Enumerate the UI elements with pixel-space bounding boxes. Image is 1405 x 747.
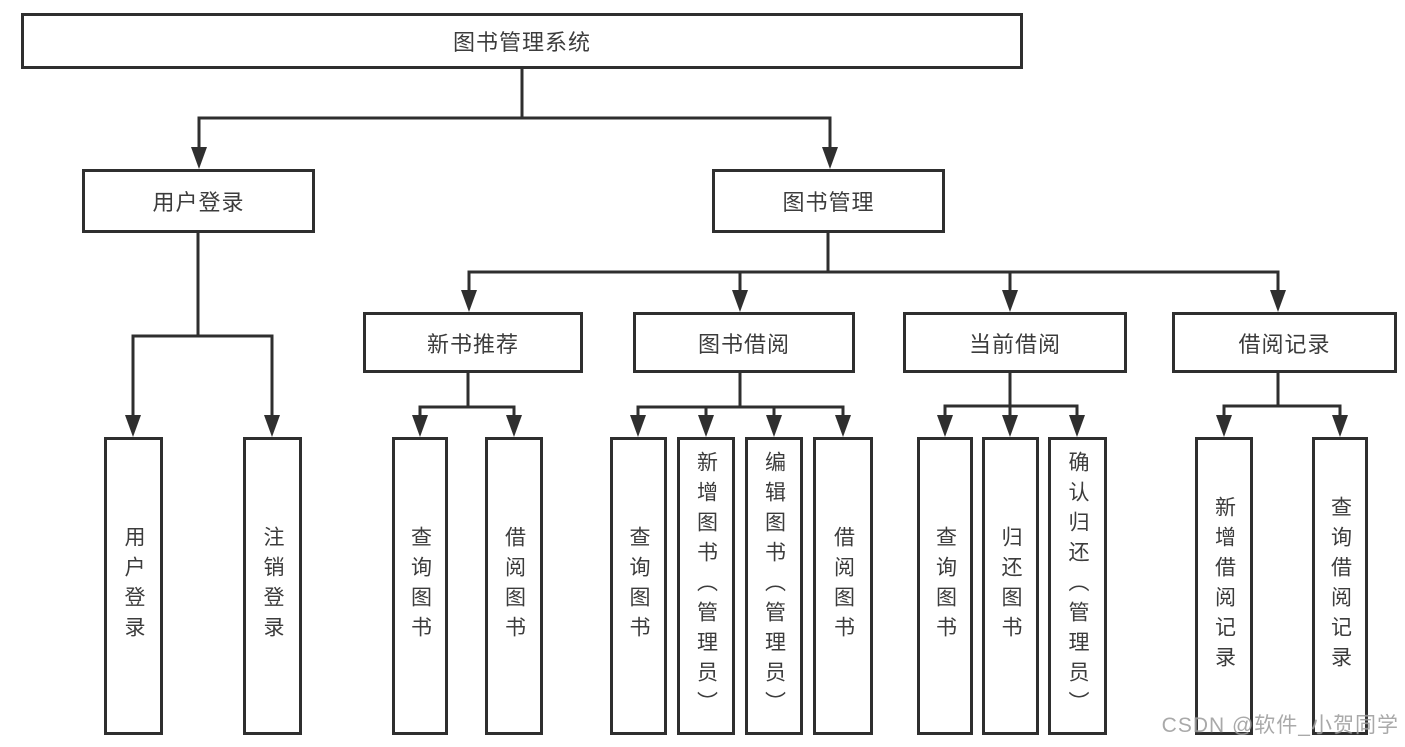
- leaf-query-borrow-record: 查询借阅记录: [1312, 437, 1368, 735]
- node-label: 新增借阅记录: [1212, 496, 1236, 676]
- node-label: 用户登录: [152, 190, 245, 215]
- leaf-add-borrow-record: 新增借阅记录: [1195, 437, 1253, 735]
- node-label: 查询图书: [933, 526, 957, 646]
- node-label: 编辑图书（管理员）: [762, 451, 786, 721]
- leaf-logout: 注销登录: [243, 437, 302, 735]
- node-label: 用户登录: [122, 526, 145, 646]
- leaf-return-books: 归还图书: [982, 437, 1039, 735]
- leaf-borrow-books-recommend: 借阅图书: [485, 437, 543, 735]
- node-label: 查询图书: [408, 526, 432, 646]
- node-label: 确认归还（管理员）: [1066, 451, 1089, 721]
- node-borrow-records: 借阅记录: [1172, 312, 1397, 373]
- node-label: 图书管理系统: [452, 30, 591, 55]
- leaf-edit-books-admin: 编辑图书（管理员）: [745, 437, 803, 735]
- node-label: 归还图书: [999, 526, 1022, 646]
- node-book-management-branch: 图书管理: [712, 169, 945, 233]
- node-label: 借阅图书: [502, 526, 526, 646]
- node-book-borrow: 图书借阅: [633, 312, 855, 373]
- csdn-watermark: CSDN @软件_小贺同学: [1161, 714, 1399, 737]
- node-user-login-branch: 用户登录: [82, 169, 315, 233]
- node-root-library-system: 图书管理系统: [21, 13, 1023, 69]
- node-label: 查询图书: [627, 526, 650, 646]
- node-current-borrow: 当前借阅: [903, 312, 1127, 373]
- leaf-add-books-admin: 新增图书（管理员）: [677, 437, 735, 735]
- node-new-book-recommend: 新书推荐: [363, 312, 583, 373]
- node-label: 查询借阅记录: [1328, 496, 1352, 676]
- leaf-confirm-return-admin: 确认归还（管理员）: [1048, 437, 1107, 735]
- leaf-query-books-current: 查询图书: [917, 437, 973, 735]
- node-label: 新书推荐: [426, 331, 519, 357]
- node-label: 新增图书（管理员）: [694, 451, 718, 721]
- node-label: 借阅记录: [1238, 331, 1331, 357]
- node-label: 借阅图书: [831, 526, 855, 646]
- leaf-borrow-books: 借阅图书: [813, 437, 873, 735]
- leaf-query-books-borrow: 查询图书: [610, 437, 667, 735]
- node-label: 图书借阅: [697, 331, 790, 357]
- node-label: 图书管理: [782, 190, 875, 215]
- node-label: 当前借阅: [968, 331, 1061, 357]
- leaf-query-books-recommend: 查询图书: [392, 437, 448, 735]
- node-label: 注销登录: [261, 526, 284, 646]
- leaf-user-login: 用户登录: [104, 437, 163, 735]
